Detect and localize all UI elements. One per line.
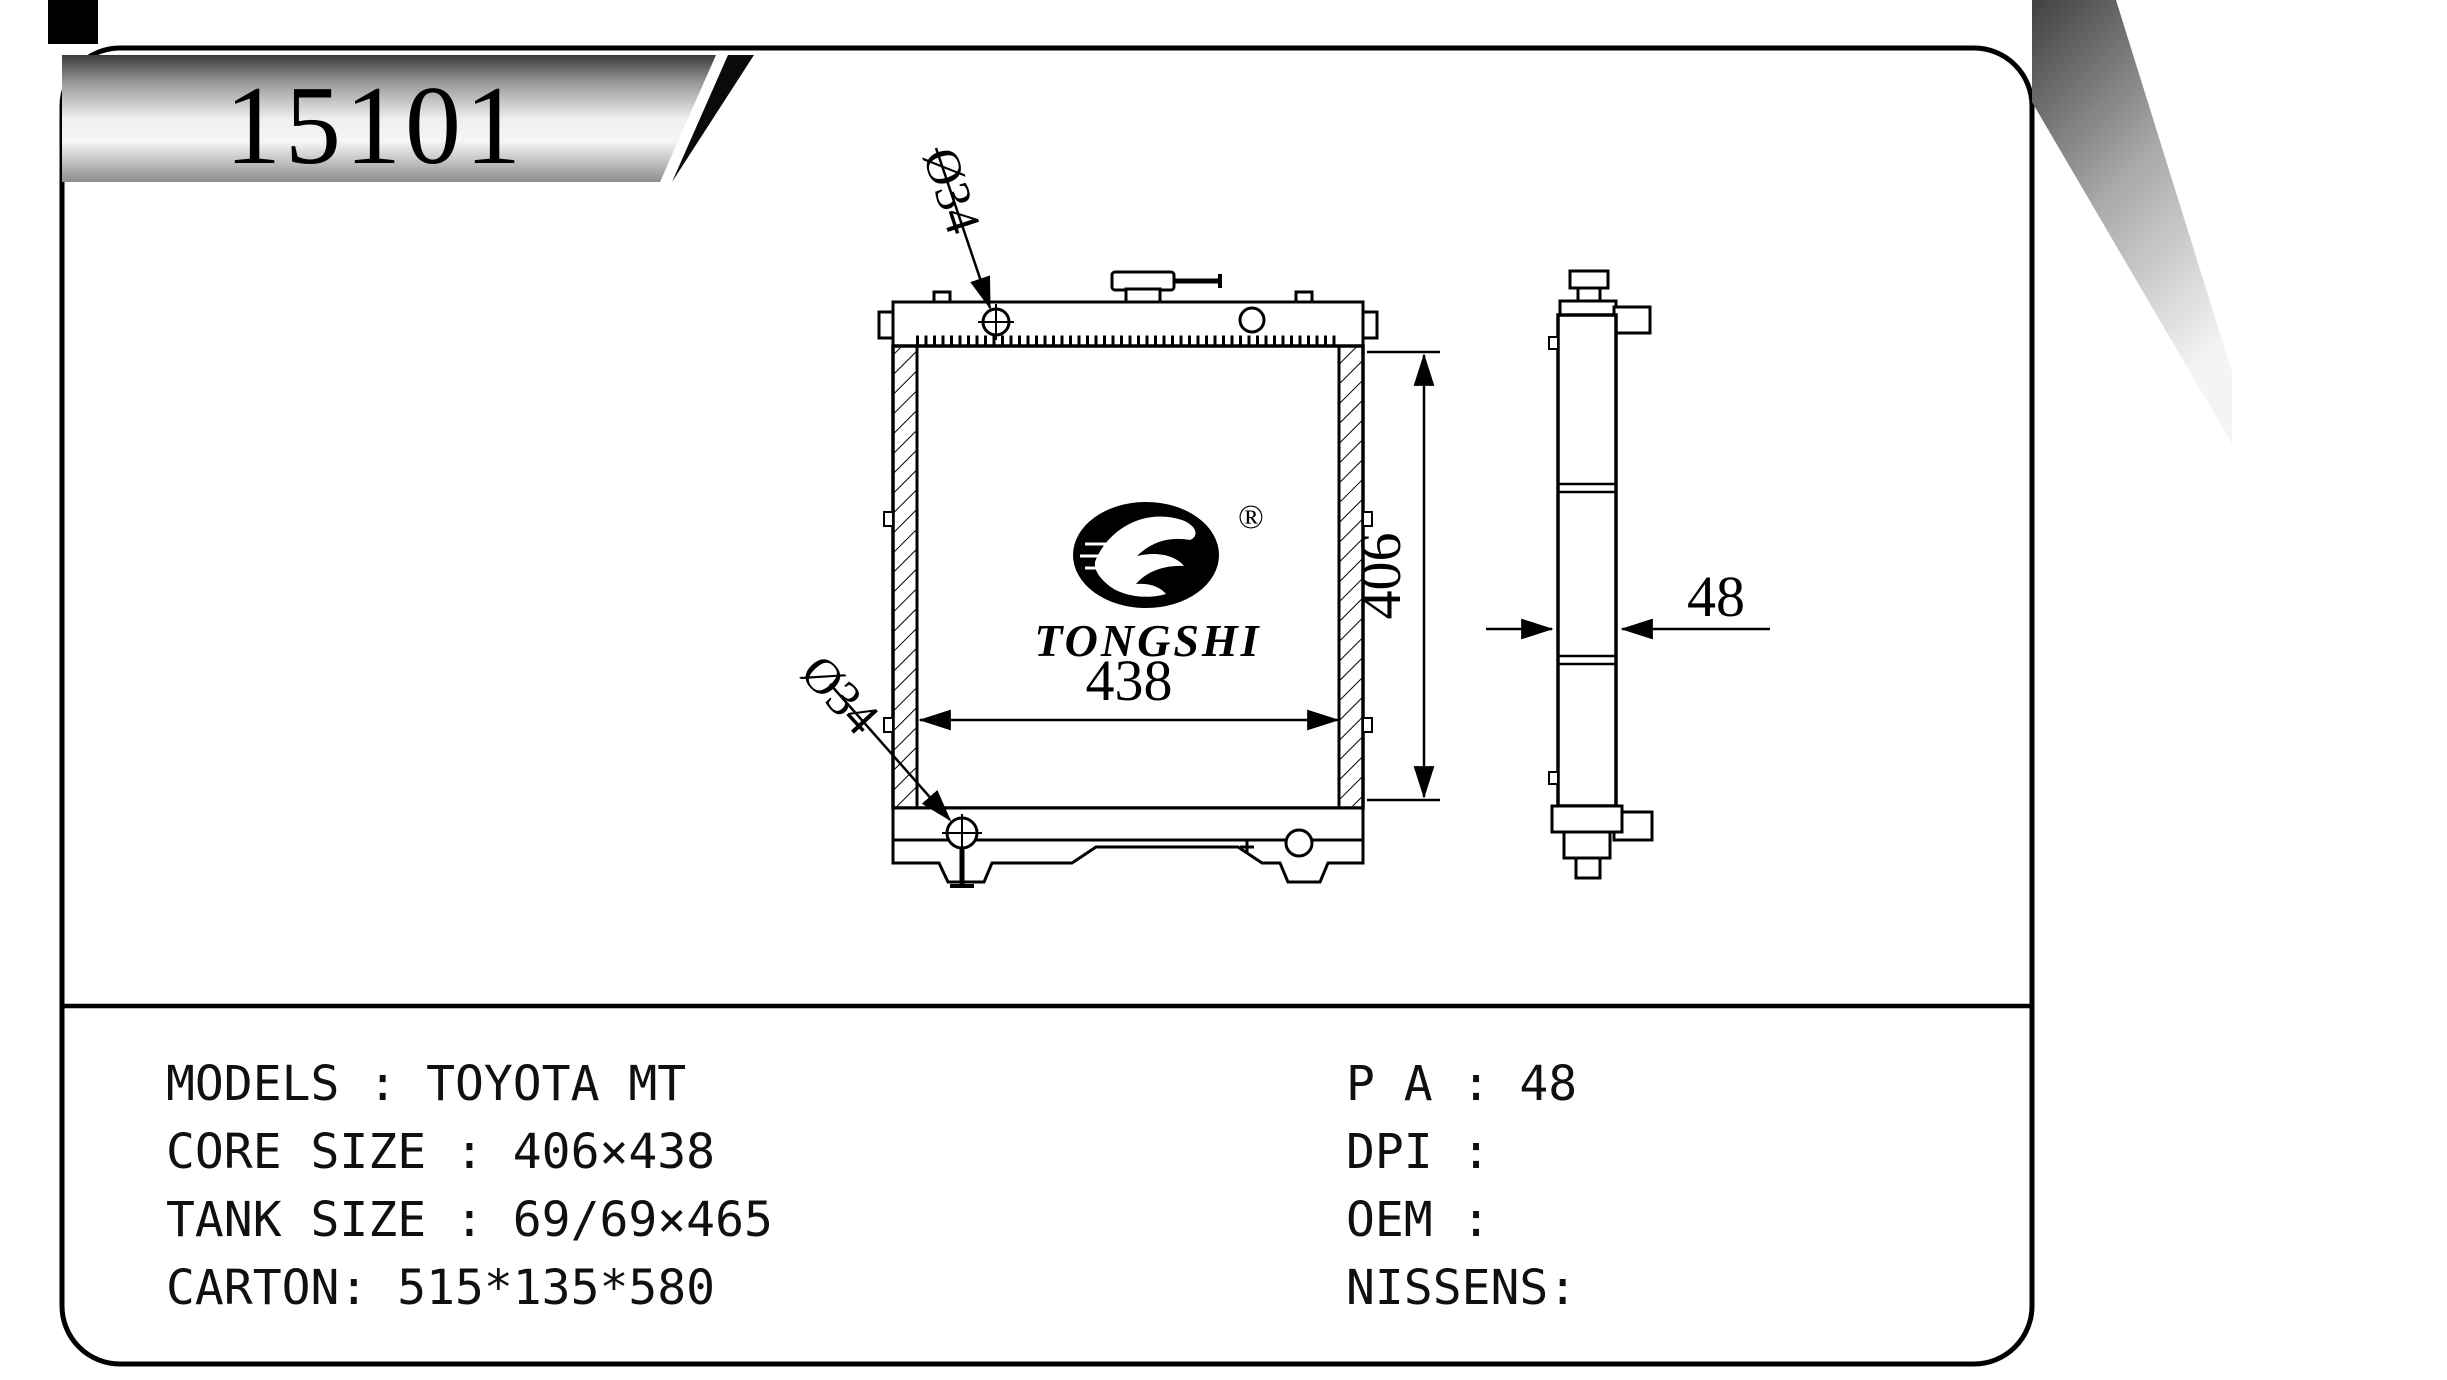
logo-swoosh — [1094, 516, 1196, 597]
right-side-channel — [1339, 346, 1363, 808]
dimension-thickness: 48 — [1486, 564, 1770, 640]
top-tank — [877, 290, 1379, 348]
spec-pa: P A : 48 — [1346, 1056, 1577, 1112]
banner-sliver — [672, 55, 754, 182]
dim-core-width-label: 438 — [1086, 648, 1173, 713]
side-cap-top — [1568, 269, 1610, 290]
spec-tank-size: TANK SIZE : 69/69×465 — [166, 1192, 773, 1248]
spec-core-size: CORE SIZE : 406×438 — [166, 1124, 715, 1180]
spec-dpi: DPI : — [1346, 1124, 1491, 1180]
spec-nissens: NISSENS: — [1346, 1260, 1577, 1316]
brand-logo: ® TONGSHI — [1034, 499, 1263, 666]
dimension-core-height: 406 — [1348, 350, 1440, 802]
dim-thickness-label: 48 — [1687, 564, 1745, 629]
bottom-tank — [891, 806, 1365, 888]
radiator-front-view: ® TONGSHI — [877, 270, 1379, 888]
bottom-outlet-bolt — [942, 814, 982, 888]
side-collar — [1558, 299, 1618, 317]
part-number-banner: 15101 — [62, 55, 754, 188]
spec-models: MODELS : TOYOTA MT — [166, 1056, 686, 1112]
dim-core-height-label: 406 — [1348, 533, 1413, 620]
spec-table: MODELS : TOYOTA MT CORE SIZE : 406×438 T… — [166, 1056, 1577, 1316]
radiator-core — [883, 344, 1373, 810]
side-inlet-pipe — [1612, 305, 1652, 335]
registered-mark: ® — [1238, 499, 1264, 536]
banner-ribbon — [62, 55, 716, 182]
spec-carton: CARTON: 515*135*580 — [166, 1260, 715, 1316]
corner-fold — [2032, 0, 2232, 444]
datum-cross — [1240, 840, 1254, 854]
filler-cap — [1110, 270, 1222, 305]
side-body — [1556, 313, 1618, 808]
part-number: 15101 — [225, 64, 525, 188]
corner-tab — [48, 0, 98, 44]
side-cap-neck — [1576, 286, 1602, 303]
top-inlet-bolt — [978, 304, 1014, 340]
page-border — [59, 45, 2035, 1367]
spec-oem: OEM : — [1346, 1192, 1491, 1248]
bottom-tank-hole — [1284, 828, 1314, 858]
radiator-side-view — [1548, 269, 1654, 880]
side-bottom-bracket — [1550, 804, 1624, 880]
top-tank-hole — [1238, 306, 1266, 334]
brand-name: TONGSHI — [1034, 615, 1261, 666]
dimension-core-width: 438 — [918, 648, 1340, 731]
left-side-channel — [893, 346, 917, 808]
